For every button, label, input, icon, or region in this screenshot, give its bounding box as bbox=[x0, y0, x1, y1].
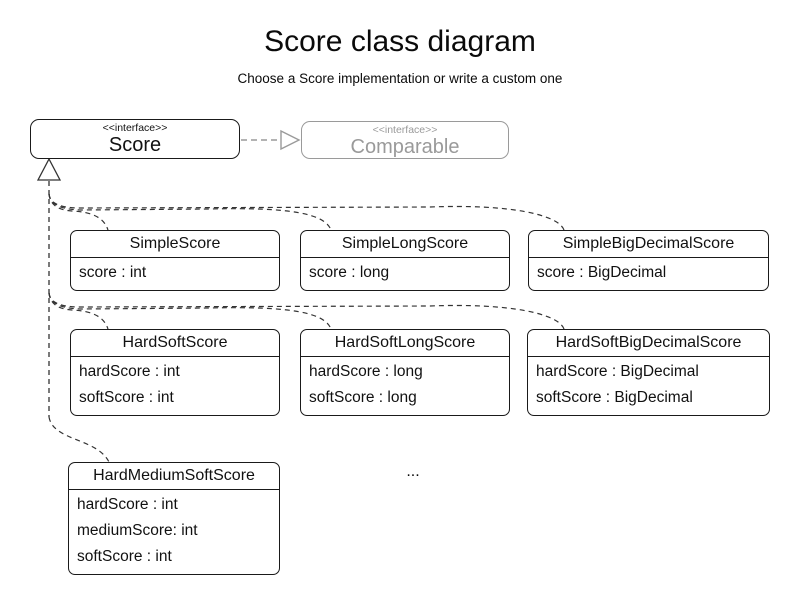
class-name: HardSoftLongScore bbox=[301, 330, 509, 357]
score-arrowhead-icon bbox=[36, 157, 62, 181]
class-attribute: hardScore : int bbox=[77, 496, 178, 513]
class-attribute: mediumScore: int bbox=[77, 522, 198, 539]
class-attributes: hardScore : int softScore : int bbox=[71, 357, 279, 415]
class-box-simplebigdecimalscore: SimpleBigDecimalScore score : BigDecimal bbox=[528, 230, 769, 291]
class-name: HardMediumSoftScore bbox=[69, 463, 279, 490]
class-attribute: score : int bbox=[79, 264, 147, 281]
class-attributes: hardScore : int mediumScore: int softSco… bbox=[69, 490, 279, 574]
class-attribute: softScore : int bbox=[77, 548, 172, 565]
class-attribute: hardScore : BigDecimal bbox=[536, 363, 699, 380]
class-name: HardSoftBigDecimalScore bbox=[528, 330, 769, 357]
class-box-hardsoftlongscore: HardSoftLongScore hardScore : long softS… bbox=[300, 329, 510, 416]
class-name: HardSoftScore bbox=[71, 330, 279, 357]
class-attributes: score : int bbox=[71, 258, 279, 290]
connector-hardmediumsoftscore bbox=[48, 416, 110, 463]
class-attributes: hardScore : BigDecimal softScore : BigDe… bbox=[528, 357, 769, 415]
class-box-simplescore: SimpleScore score : int bbox=[70, 230, 280, 291]
class-box-simplelongscore: SimpleLongScore score : long bbox=[300, 230, 510, 291]
connector-hardsoftscore bbox=[48, 292, 109, 330]
class-attributes: score : long bbox=[301, 258, 509, 290]
class-attribute: hardScore : int bbox=[79, 363, 180, 380]
class-box-hardsoftscore: HardSoftScore hardScore : int softScore … bbox=[70, 329, 280, 416]
class-attribute: softScore : int bbox=[79, 389, 174, 406]
class-attributes: hardScore : long softScore : long bbox=[301, 357, 509, 415]
class-attributes: score : BigDecimal bbox=[529, 258, 768, 290]
stereotype-label: <<interface>> bbox=[372, 124, 438, 136]
class-attribute: score : long bbox=[309, 264, 390, 281]
class-attribute: softScore : BigDecimal bbox=[536, 389, 693, 406]
connector-simplebigdecimalscore bbox=[48, 193, 565, 231]
class-box-hardmediumsoftscore: HardMediumSoftScore hardScore : int medi… bbox=[68, 462, 280, 575]
class-name: SimpleLongScore bbox=[301, 231, 509, 258]
interface-name: Score bbox=[108, 134, 162, 156]
class-attribute: softScore : long bbox=[309, 389, 417, 406]
interface-box-score: <<interface>> Score bbox=[30, 119, 240, 159]
more-implementations-ellipsis: ... bbox=[406, 463, 420, 480]
connector-simplelongscore bbox=[48, 193, 332, 231]
class-name: SimpleScore bbox=[71, 231, 279, 258]
page-subtitle: Choose a Score implementation or write a… bbox=[237, 71, 563, 86]
class-attribute: score : BigDecimal bbox=[537, 264, 667, 281]
page-title: Score class diagram bbox=[264, 25, 536, 58]
comparable-arrowhead-icon bbox=[280, 129, 301, 151]
class-name: SimpleBigDecimalScore bbox=[529, 231, 768, 258]
connector-hardsoftbigdecimalscore bbox=[48, 292, 565, 330]
interface-name: Comparable bbox=[350, 136, 460, 158]
connector-hardsoftlongscore bbox=[48, 292, 332, 330]
stereotype-label: <<interface>> bbox=[102, 122, 168, 134]
class-box-hardsoftbigdecimalscore: HardSoftBigDecimalScore hardScore : BigD… bbox=[527, 329, 770, 416]
interface-box-comparable: <<interface>> Comparable bbox=[301, 121, 509, 159]
connector-simplescore bbox=[48, 193, 109, 231]
class-attribute: hardScore : long bbox=[309, 363, 423, 380]
